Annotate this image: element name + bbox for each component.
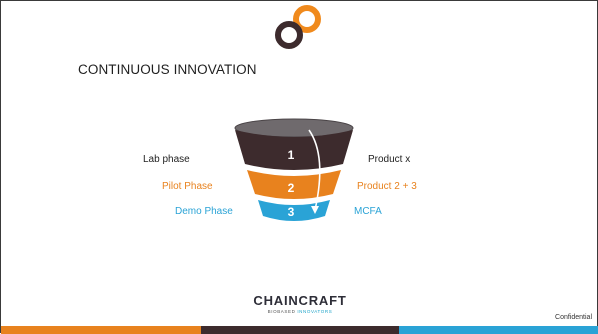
brand-tagline: BIOBASED INNOVATORS: [1, 309, 598, 314]
arrow-head-icon: [311, 206, 319, 214]
funnel-stage-1: [235, 130, 353, 170]
bottom-color-bar: [1, 326, 598, 334]
stage-3-number: 3: [288, 205, 295, 219]
brand-logo-text: CHAINCRAFT: [253, 293, 347, 308]
stage-3-left-label: Demo Phase: [175, 206, 233, 217]
tagline-accent: INNOVATORS: [297, 309, 333, 314]
bottom-bar-segment-orange: [1, 326, 201, 334]
stage-2-left-label: Pilot Phase: [162, 181, 213, 192]
funnel-stage-3: [258, 200, 330, 221]
bottom-bar-segment-dark: [201, 326, 399, 334]
chaincraft-rings-logo-icon: [275, 5, 321, 49]
stage-3-right-label: MCFA: [354, 206, 382, 217]
stage-1-left-label: Lab phase: [143, 154, 190, 165]
stage-2-number: 2: [288, 181, 295, 195]
slide-title: CONTINUOUS INNOVATION: [78, 62, 257, 77]
funnel-stage-2: [247, 170, 341, 199]
stage-1-right-label: Product x: [368, 154, 411, 165]
innovation-funnel: 1 2 3: [234, 118, 354, 221]
stage-1-number: 1: [288, 148, 295, 162]
confidential-label: Confidential: [555, 314, 592, 321]
tagline-prefix: BIOBASED: [267, 309, 296, 314]
funnel-top: [235, 119, 353, 137]
bottom-bar-segment-blue: [399, 326, 598, 334]
stage-2-right-label: Product 2 + 3: [357, 181, 417, 192]
